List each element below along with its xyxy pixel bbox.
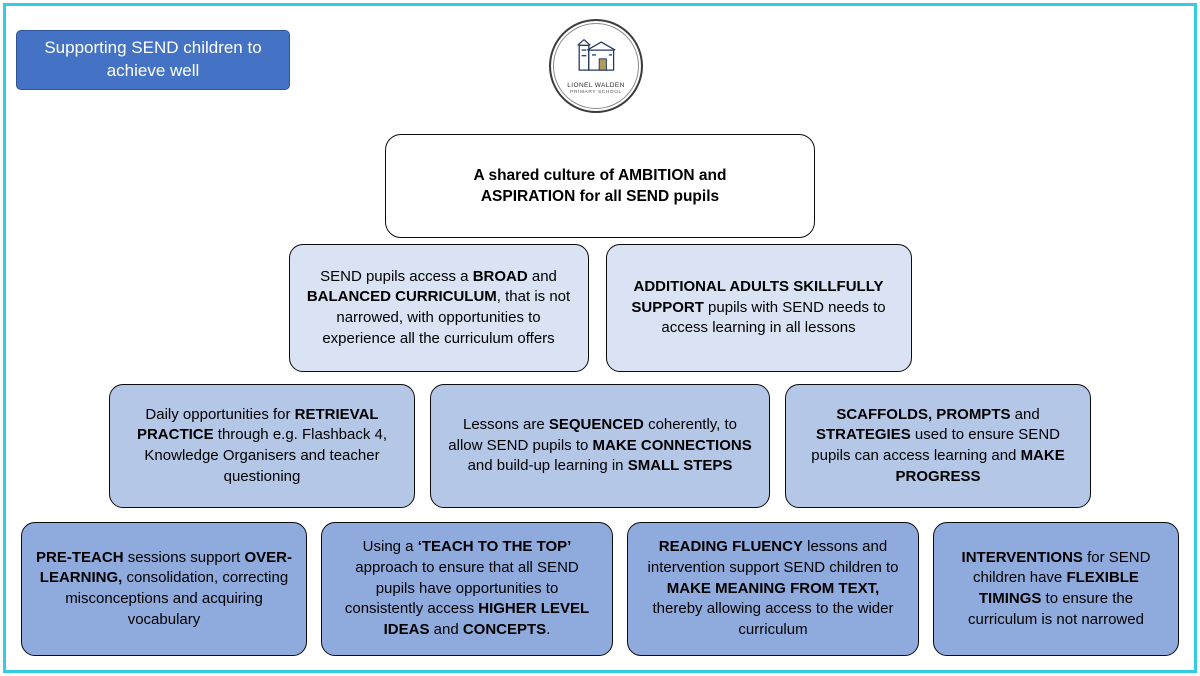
page-border-frame: Supporting SEND children to achieve well… — [3, 3, 1197, 673]
box-text: Lessons are SEQUENCED coherently, to all… — [448, 415, 752, 475]
title-box: Supporting SEND children to achieve well — [16, 30, 290, 90]
box-text: SCAFFOLDS, PROMPTS and STRATEGIES used t… — [811, 405, 1065, 485]
pyramid-box-retrieval-practice: Daily opportunities for RETRIEVAL PRACTI… — [109, 384, 415, 508]
logo-school-subtitle: PRIMARY SCHOOL — [570, 89, 622, 95]
pyramid-box-reading-fluency: READING FLUENCY lessons and intervention… — [627, 522, 919, 656]
pyramid-box-pre-teach: PRE-TEACH sessions support OVER-LEARNING… — [21, 522, 307, 656]
school-building-icon — [572, 38, 620, 80]
pyramid-row-3: Daily opportunities for RETRIEVAL PRACTI… — [6, 384, 1194, 508]
pyramid-box-scaffolds-prompts: SCAFFOLDS, PROMPTS and STRATEGIES used t… — [785, 384, 1091, 508]
pyramid-row-4: PRE-TEACH sessions support OVER-LEARNING… — [6, 522, 1194, 656]
pyramid-box-teach-to-the-top: Using a ‘TEACH TO THE TOP’ approach to e… — [321, 522, 613, 656]
box-text: ADDITIONAL ADULTS SKILLFULLY SUPPORT pup… — [631, 277, 886, 337]
box-text: Using a ‘TEACH TO THE TOP’ approach to e… — [344, 538, 590, 639]
page-title: Supporting SEND children to achieve well — [44, 38, 262, 80]
pyramid-box-broad-curriculum: SEND pupils access a BROAD and BALANCED … — [288, 244, 589, 372]
pyramid-box-interventions: INTERVENTIONS for SEND children have FLE… — [933, 522, 1179, 656]
box-text: A shared culture of AMBITION and ASPIRAT… — [473, 166, 727, 205]
pyramid-box-additional-adults: ADDITIONAL ADULTS SKILLFULLY SUPPORT pup… — [605, 244, 912, 372]
pyramid-box-sequenced-lessons: Lessons are SEQUENCED coherently, to all… — [430, 384, 770, 508]
box-text: Daily opportunities for RETRIEVAL PRACTI… — [136, 405, 388, 485]
box-text: READING FLUENCY lessons and intervention… — [647, 538, 899, 639]
pyramid-row-2: SEND pupils access a BROAD and BALANCED … — [6, 244, 1194, 372]
logo-school-name: LIONEL WALDEN — [567, 81, 625, 89]
box-text: INTERVENTIONS for SEND children have FLE… — [961, 548, 1151, 628]
pyramid-row-1: A shared culture of AMBITION and ASPIRAT… — [6, 134, 1194, 238]
box-text: PRE-TEACH sessions support OVER-LEARNING… — [36, 548, 292, 628]
school-logo: LIONEL WALDEN PRIMARY SCHOOL — [549, 19, 643, 113]
pyramid-box-ambition: A shared culture of AMBITION and ASPIRAT… — [385, 134, 815, 238]
box-text: SEND pupils access a BROAD and BALANCED … — [306, 267, 571, 347]
